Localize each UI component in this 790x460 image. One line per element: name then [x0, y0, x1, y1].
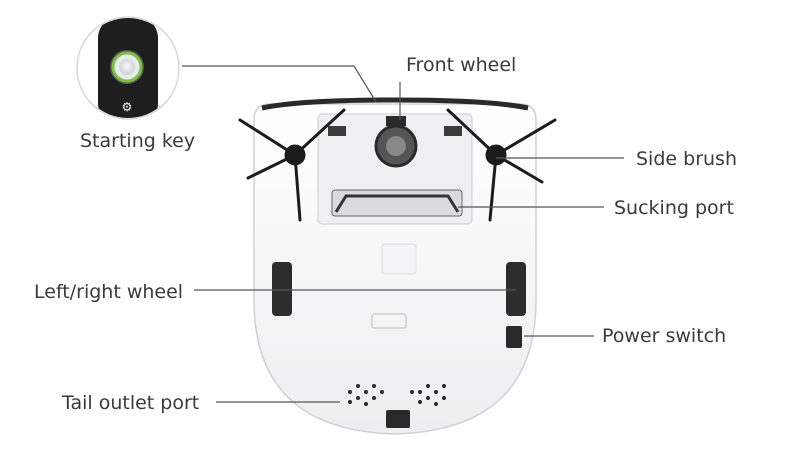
label-left-right-wheel: Left/right wheel	[34, 281, 184, 303]
leader-lines	[182, 65, 624, 403]
label-starting-key: Starting key	[80, 130, 196, 152]
side-brush-left-icon	[238, 108, 346, 222]
label-front-wheel: Front wheel	[406, 54, 517, 76]
label-power-switch: Power switch	[602, 325, 727, 347]
leader-starting-key	[182, 65, 377, 103]
side-brush-right-icon	[446, 108, 557, 222]
svg-text:⚙: ⚙	[122, 100, 133, 114]
label-tail-outlet-port: Tail outlet port	[62, 392, 200, 414]
label-side-brush: Side brush	[636, 148, 737, 170]
starting-key-closeup-icon: ⚙	[76, 16, 180, 120]
robot-vacuum-underside-icon	[253, 97, 537, 435]
label-sucking-port: Sucking port	[614, 197, 734, 219]
